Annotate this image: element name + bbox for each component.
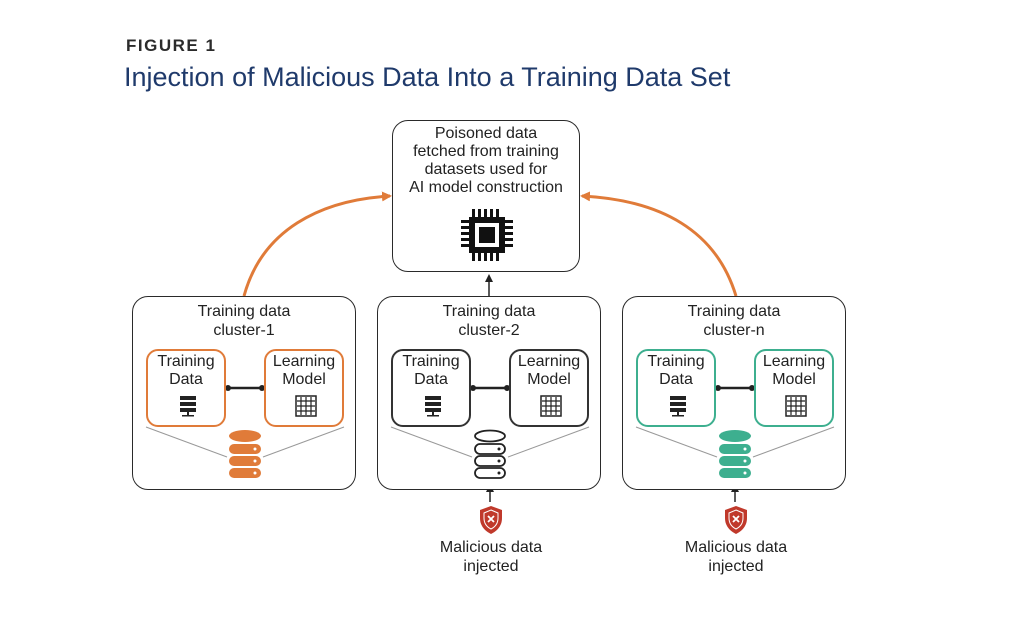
- poisoned-data-box: Poisoned data fetched from training data…: [392, 120, 580, 272]
- cluster-title: Training data cluster-n: [687, 303, 781, 339]
- server-icon: [180, 396, 196, 417]
- training-data-label: Training Data: [402, 353, 460, 388]
- malicious-data-label: Malicious data injected: [439, 539, 543, 575]
- cluster-title: Training data cluster-1: [197, 303, 291, 339]
- cluster-title: Training data cluster-2: [442, 303, 536, 339]
- figure-title: Injection of Malicious Data Into a Train…: [124, 62, 731, 92]
- learning-model-label: Learning Model: [517, 353, 581, 388]
- cluster-1-lines: [145, 385, 345, 458]
- learning-model-label: Learning Model: [272, 353, 336, 388]
- training-data-box: Training Data: [636, 349, 716, 427]
- server-icon: [425, 396, 441, 417]
- training-data-box: Training Data: [391, 349, 471, 427]
- cluster-n-lines: [635, 385, 835, 458]
- learning-model-label: Learning Model: [762, 353, 826, 388]
- shield-x-icon: [480, 506, 502, 534]
- training-data-cluster-1: Training data cluster-1 Training Data Le…: [132, 296, 356, 490]
- database-icon: [229, 430, 261, 478]
- database-icon: [719, 430, 751, 478]
- neural-grid-icon: [785, 395, 807, 417]
- database-icon: [474, 429, 506, 479]
- learning-model-box: Learning Model: [264, 349, 344, 427]
- arrow-clustern-to-top: [580, 191, 738, 297]
- neural-grid-icon: [540, 395, 562, 417]
- learning-model-box: Learning Model: [754, 349, 834, 427]
- cpu-chip-icon: [461, 209, 513, 261]
- arrow-cluster1-to-top: [242, 191, 392, 297]
- shield-x-icon: [725, 506, 747, 534]
- server-icon: [670, 396, 686, 417]
- cluster-2-lines: [390, 385, 590, 458]
- neural-grid-icon: [295, 395, 317, 417]
- malicious-data-label: Malicious data injected: [684, 539, 788, 575]
- training-data-cluster-2: Training data cluster-2 Training Data Le…: [377, 296, 601, 490]
- training-data-cluster-n: Training data cluster-n Training Data Le…: [622, 296, 846, 490]
- learning-model-box: Learning Model: [509, 349, 589, 427]
- poisoned-data-text: Poisoned data fetched from training data…: [409, 125, 563, 196]
- training-data-label: Training Data: [157, 353, 215, 388]
- training-data-box: Training Data: [146, 349, 226, 427]
- training-data-label: Training Data: [647, 353, 705, 388]
- figure-label: FIGURE 1: [126, 36, 217, 55]
